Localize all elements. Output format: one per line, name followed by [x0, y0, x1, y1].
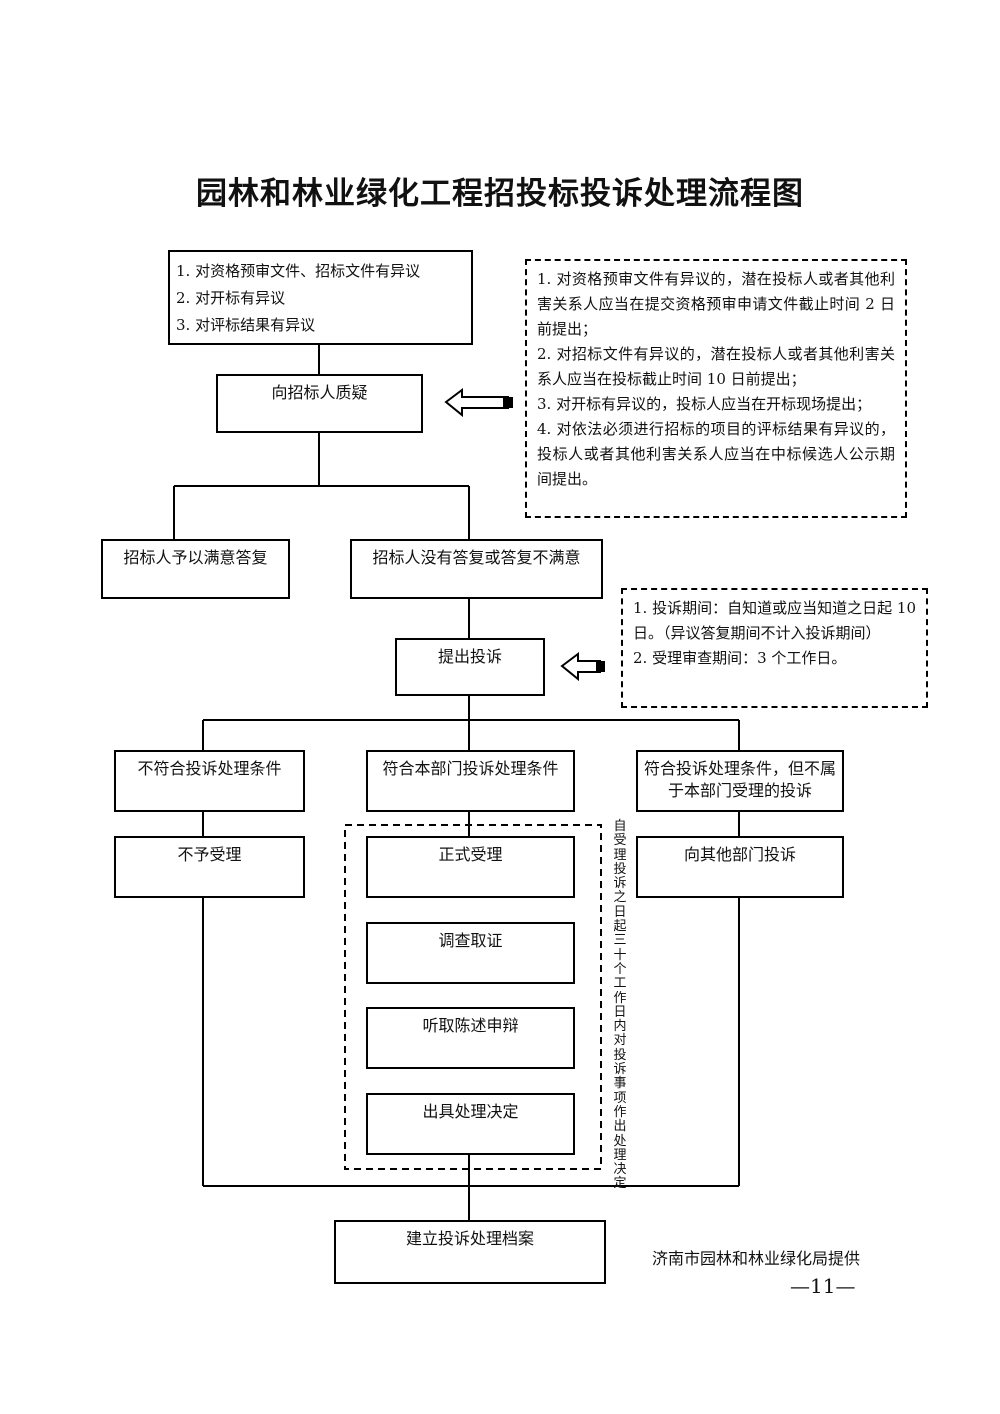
investigate-node: 调查取证 — [366, 922, 575, 984]
node-label: 出具处理决定 — [422, 1102, 519, 1121]
node-label: 提出投诉 — [437, 647, 502, 666]
node-label: 符合本部门投诉处理条件 — [382, 759, 559, 778]
complaint-rules-note: 1. 投诉期间：自知道或应当知道之日起 10 日。（异议答复期间不计入投诉期间）… — [621, 588, 928, 708]
decision-node: 出具处理决定 — [366, 1093, 575, 1155]
rule-item: 2. 对招标文件有异议的，潜在投标人或者其他利害关系人应当在投标截止时间 10 … — [537, 345, 895, 388]
qualified-node: 符合本部门投诉处理条件 — [366, 750, 575, 812]
node-label: 建立投诉处理档案 — [405, 1229, 534, 1248]
query-node: 向招标人质疑 — [216, 374, 423, 433]
node-label: 听取陈述申辩 — [422, 1016, 519, 1035]
node-label: 招标人予以满意答复 — [123, 548, 268, 567]
node-label: 招标人没有答复或答复不满意 — [372, 548, 581, 567]
satisfied-node: 招标人予以满意答复 — [101, 539, 290, 599]
other-qualified-node: 符合投诉处理条件，但不属于本部门受理的投诉 — [636, 750, 844, 812]
unsatisfied-node: 招标人没有答复或答复不满意 — [350, 539, 603, 599]
node-label: 调查取证 — [438, 931, 503, 950]
node-label: 向招标人质疑 — [271, 383, 368, 402]
page-number: —11— — [790, 1274, 856, 1298]
node-label: 符合投诉处理条件，但不属于本部门受理的投诉 — [644, 759, 837, 800]
rule-item: 4. 对依法必须进行招标的项目的评标结果有异议的，投标人或者其他利害关系人应当在… — [537, 420, 895, 488]
objection-item: 1. 对资格预审文件、招标文件有异议 — [176, 262, 421, 280]
objections-box: 1. 对资格预审文件、招标文件有异议 2. 对开标有异议 3. 对评标结果有异议 — [168, 250, 473, 345]
rule-item: 1. 投诉期间：自知道或应当知道之日起 10 日。（异议答复期间不计入投诉期间） — [633, 599, 916, 642]
left-arrow-icon — [444, 388, 513, 418]
query-rules-note: 1. 对资格预审文件有异议的，潜在投标人或者其他利害关系人应当在提交资格预审申请… — [525, 259, 907, 518]
deadline-note: 自受理投诉之日起三十个工作日内对投诉事项作出处理决定 — [613, 819, 627, 1192]
node-label: 正式受理 — [438, 845, 503, 864]
not-qualified-node: 不符合投诉处理条件 — [114, 750, 305, 812]
node-label: 向其他部门投诉 — [683, 845, 796, 864]
hearing-node: 听取陈述申辩 — [366, 1007, 575, 1069]
left-arrow-icon — [560, 652, 605, 682]
rule-item: 2. 受理审查期间：3 个工作日。 — [633, 649, 847, 667]
objection-item: 2. 对开标有异议 — [176, 289, 286, 307]
objection-item: 3. 对评标结果有异议 — [176, 316, 316, 334]
reject-node: 不予受理 — [114, 836, 305, 898]
node-label: 不予受理 — [177, 845, 242, 864]
complain-node: 提出投诉 — [395, 638, 545, 696]
accept-node: 正式受理 — [366, 836, 575, 898]
node-label: 不符合投诉处理条件 — [137, 759, 282, 778]
page-title: 园林和林业绿化工程招投标投诉处理流程图 — [196, 176, 804, 212]
to-other-dept-node: 向其他部门投诉 — [636, 836, 844, 898]
rule-item: 1. 对资格预审文件有异议的，潜在投标人或者其他利害关系人应当在提交资格预审申请… — [537, 270, 895, 338]
provider-credit: 济南市园林和林业绿化局提供 — [652, 1249, 861, 1268]
archive-node: 建立投诉处理档案 — [334, 1220, 606, 1284]
rule-item: 3. 对开标有异议的，投标人应当在开标现场提出； — [537, 395, 872, 413]
